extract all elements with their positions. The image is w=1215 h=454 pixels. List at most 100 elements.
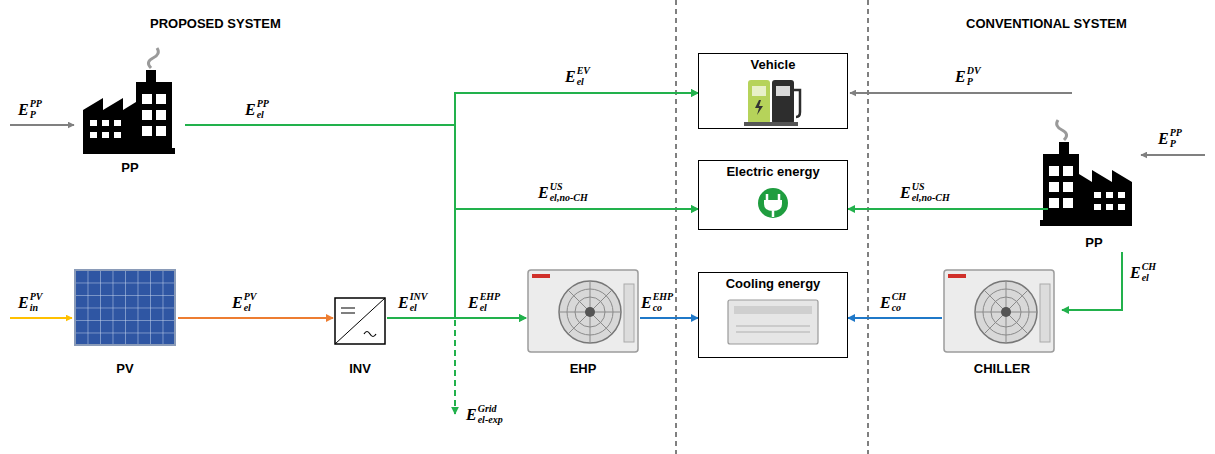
energy-flow <box>387 209 698 318</box>
energy-symbol: EINVel <box>398 292 427 313</box>
demand-box: Vehicle <box>698 53 848 129</box>
pv-panel: PV <box>72 268 178 378</box>
subscript: co <box>892 303 906 314</box>
subscript: P <box>30 110 42 121</box>
energy-symbol: EUSel,no-CH <box>900 182 950 203</box>
symbol-indices: INVel <box>410 292 428 313</box>
energy-symbol: EDVP <box>955 66 981 87</box>
symbol-base: E <box>955 69 966 85</box>
symbol-indices: PPel <box>257 99 269 120</box>
subscript: el <box>410 303 428 314</box>
subscript: el-exp <box>478 415 503 426</box>
energy-flow <box>848 317 942 319</box>
symbol-indices: PVin <box>30 292 43 313</box>
node-label: INV <box>333 361 387 376</box>
symbol-indices: CHco <box>892 292 906 313</box>
energy-flow <box>185 125 698 209</box>
symbol-base: E <box>641 295 652 311</box>
energy-symbol: EEHPco <box>641 292 673 313</box>
subscript: el <box>257 110 269 121</box>
symbol-indices: DVP <box>967 66 981 87</box>
heat-pump: EHP <box>526 268 640 378</box>
symbol-base: E <box>18 102 29 118</box>
superscript: PP <box>1170 128 1182 139</box>
symbol-indices: EHPco <box>653 292 674 313</box>
node-label: CHILLER <box>942 361 1062 376</box>
subscript: P <box>1170 139 1182 150</box>
system-header: CONVENTIONAL SYSTEM <box>966 16 1127 31</box>
symbol-base: E <box>245 102 256 118</box>
symbol-indices: Gridel-exp <box>478 404 503 425</box>
superscript: CH <box>892 292 906 303</box>
energy-symbol: EPPP <box>18 99 42 120</box>
superscript: PV <box>244 292 257 303</box>
symbol-base: E <box>1158 131 1169 147</box>
energy-flow <box>848 208 1048 210</box>
energy-flow <box>185 125 526 318</box>
subscript: el <box>577 77 590 88</box>
power-plant: PP <box>1048 138 1140 252</box>
energy-symbol: EUSel,no-CH <box>538 182 588 203</box>
symbol-base: E <box>466 407 477 423</box>
symbol-base: E <box>880 295 891 311</box>
superscript: EHP <box>480 292 501 303</box>
energy-flow <box>387 317 526 319</box>
symbol-indices: USel,no-CH <box>912 182 950 203</box>
superscript: EV <box>577 66 590 77</box>
symbol-indices: PVel <box>244 292 257 313</box>
superscript: PP <box>257 99 269 110</box>
superscript: US <box>550 182 588 193</box>
energy-symbol: EEVel <box>565 66 590 87</box>
energy-symbol: EGridel-exp <box>466 404 503 425</box>
power-plant: PP <box>75 65 185 177</box>
symbol-indices: EHPel <box>480 292 501 313</box>
superscript: INV <box>410 292 428 303</box>
energy-symbol: ECHel <box>1130 262 1156 283</box>
demand-box: Electric energy <box>698 160 848 230</box>
subscript: in <box>30 303 43 314</box>
energy-symbol: EPPP <box>1158 128 1182 149</box>
energy-symbol: EPVel <box>232 292 256 313</box>
symbol-base: E <box>538 185 549 201</box>
energy-flow <box>178 317 333 319</box>
node-label: Electric energy <box>699 164 847 179</box>
symbol-base: E <box>18 295 29 311</box>
symbol-base: E <box>232 295 243 311</box>
symbol-base: E <box>398 295 409 311</box>
chiller: CHILLER <box>942 268 1062 378</box>
superscript: PV <box>30 292 43 303</box>
symbol-base: E <box>468 295 479 311</box>
energy-symbol: EEHPel <box>468 292 500 313</box>
energy-flow <box>1062 252 1122 310</box>
subscript: co <box>653 303 674 314</box>
symbol-indices: PPP <box>30 99 42 120</box>
demand-box: Cooling energy <box>698 272 848 358</box>
node-label: EHP <box>526 361 640 376</box>
symbol-indices: EVel <box>577 66 590 87</box>
node-label: Cooling energy <box>699 276 847 291</box>
superscript: CH <box>1142 262 1156 273</box>
energy-symbol: EPPel <box>245 99 269 120</box>
node-label: PP <box>75 160 185 175</box>
subscript: el,no-CH <box>550 193 588 204</box>
system-header: PROPOSED SYSTEM <box>150 16 281 31</box>
superscript: EHP <box>653 292 674 303</box>
symbol-indices: CHel <box>1142 262 1156 283</box>
symbol-base: E <box>565 69 576 85</box>
symbol-indices: PPP <box>1170 128 1182 149</box>
energy-flow <box>640 317 698 319</box>
superscript: DV <box>967 66 981 77</box>
symbol-indices: USel,no-CH <box>550 182 588 203</box>
node-label: PV <box>72 361 178 376</box>
subscript: el <box>480 303 501 314</box>
energy-symbol: EPVin <box>18 292 42 313</box>
symbol-base: E <box>900 185 911 201</box>
symbol-base: E <box>1130 265 1141 281</box>
energy-flow <box>185 93 698 125</box>
subscript: el <box>1142 273 1156 284</box>
superscript: Grid <box>478 404 503 415</box>
subscript: P <box>967 77 981 88</box>
node-label: PP <box>1048 235 1140 250</box>
